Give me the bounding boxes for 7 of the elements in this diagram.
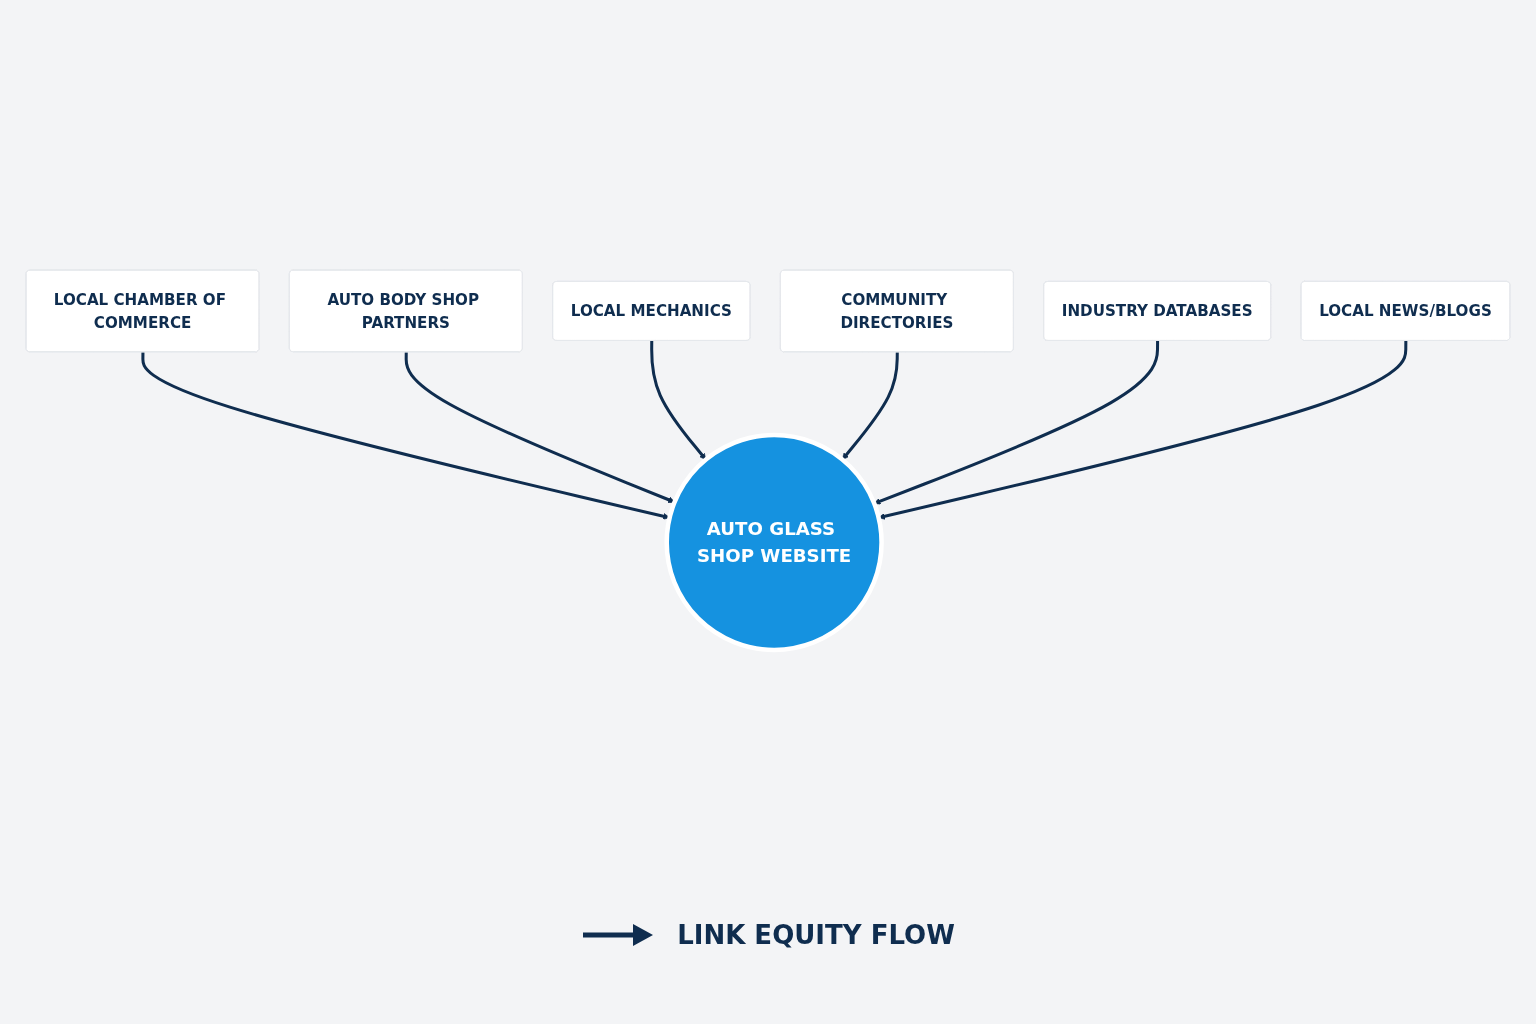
arrow	[404, 352, 675, 503]
node-circle: AUTO GLASS SHOP WEBSITE	[664, 432, 884, 653]
arrow	[842, 352, 899, 460]
arrow	[141, 352, 670, 520]
arrow	[650, 340, 707, 460]
legend-text: LINK EQUITY FLOW	[677, 920, 955, 950]
arrow	[878, 340, 1408, 520]
